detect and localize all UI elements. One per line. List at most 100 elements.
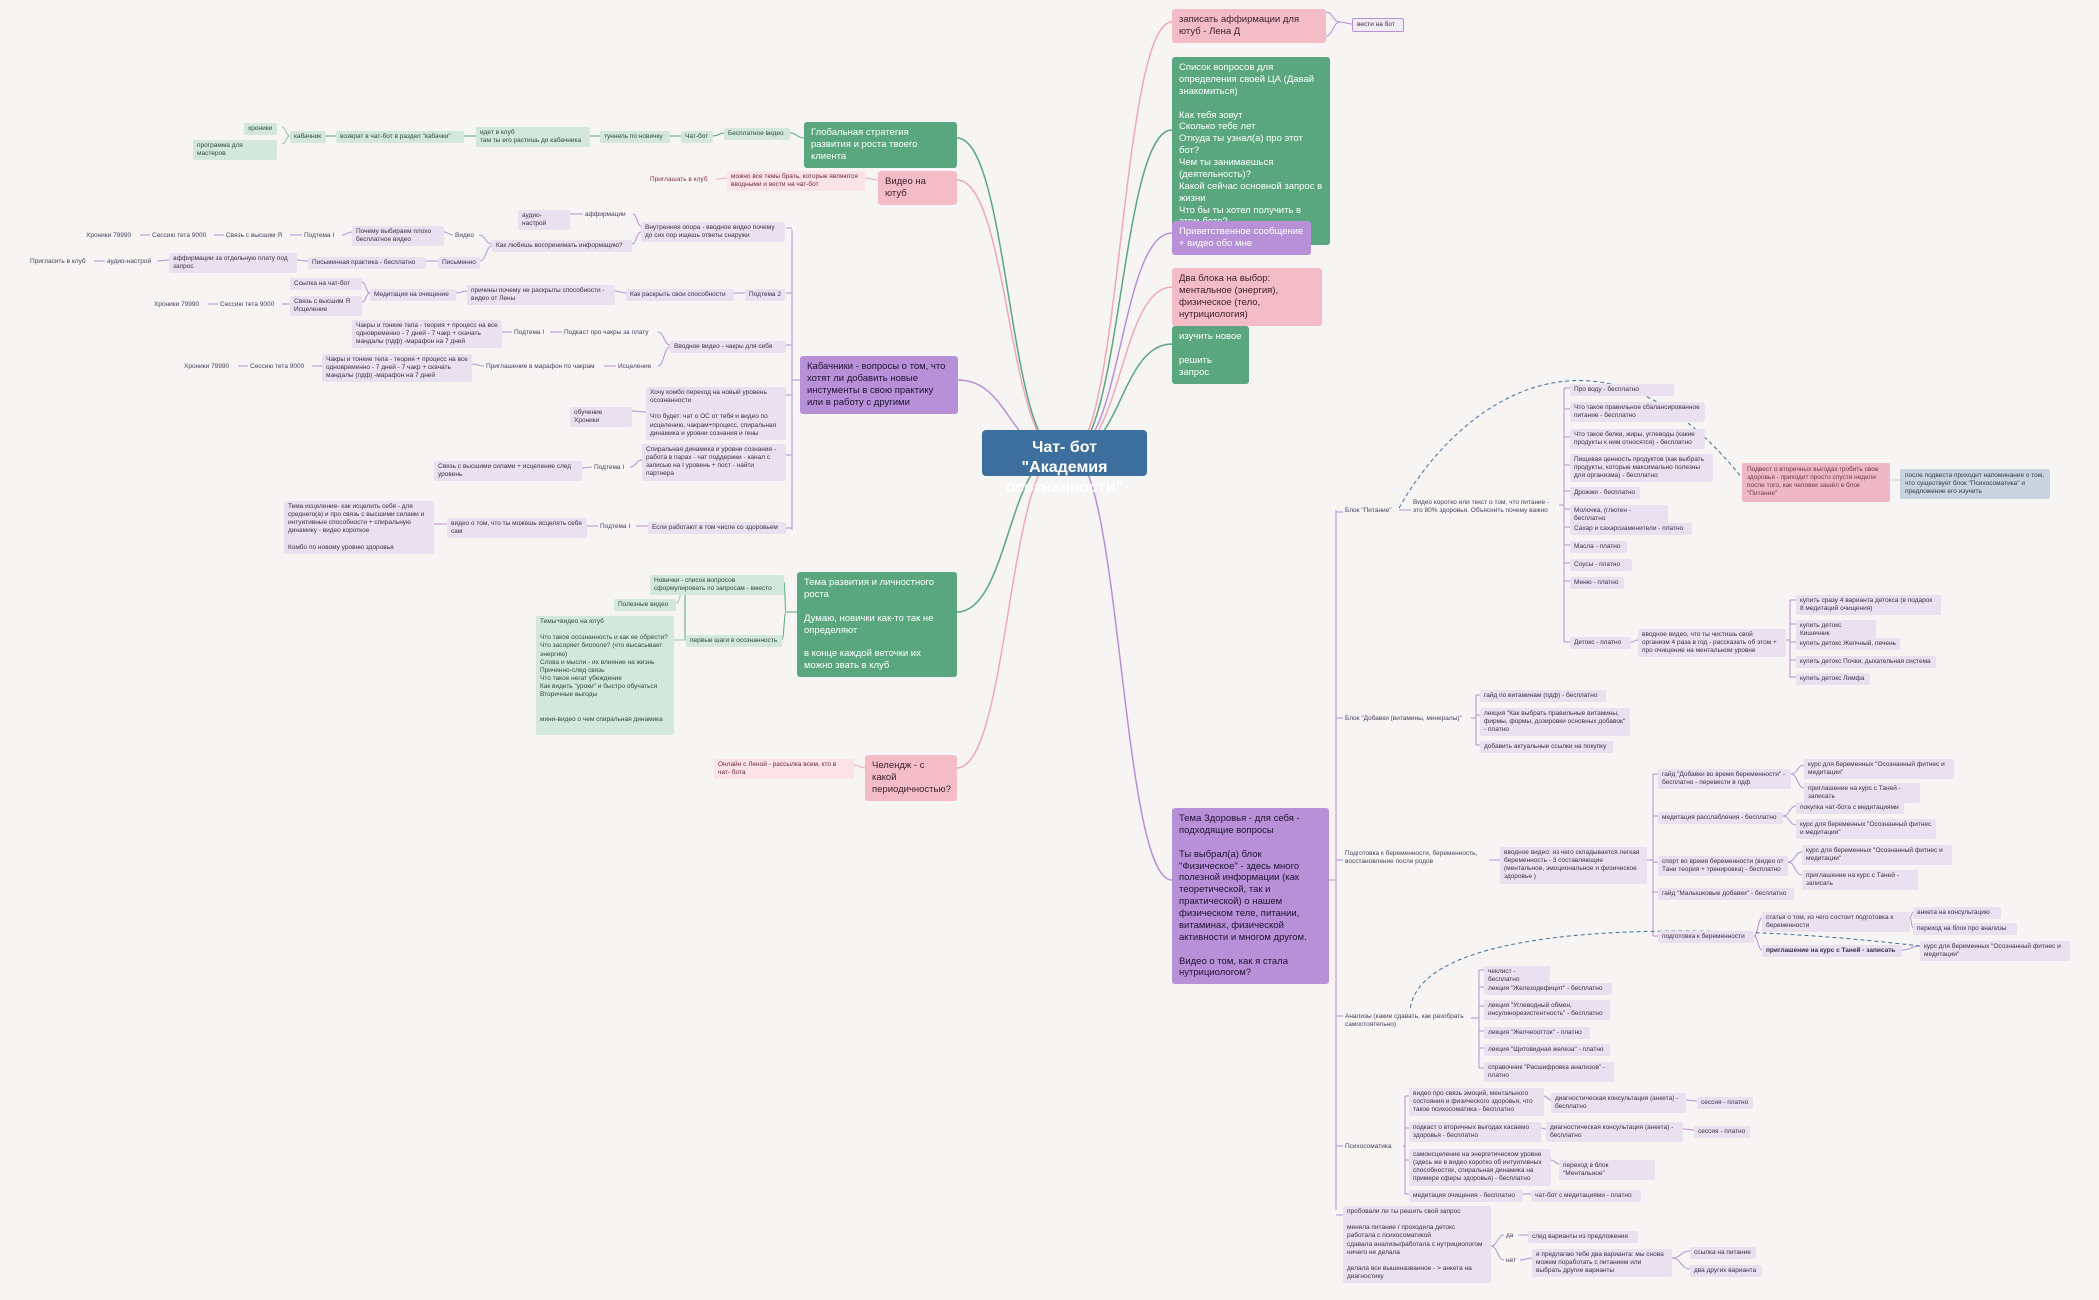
kab-healing[interactable]: Исцеление [618,363,652,370]
theme-newcomers[interactable]: Новички - список вопросов сформулировать… [650,575,784,596]
analyses-item[interactable]: чеклист - бесплатно [1484,966,1550,987]
node-challenge[interactable]: Челендж - с какой периодичностью? [865,755,957,801]
kab-chakras-intro[interactable]: Вводное видео - чакры для себя [670,341,786,354]
node-block-nutrition[interactable]: Блок "Питание" [1345,507,1392,514]
analyses-item[interactable]: лекция "Железодефицит" - бесплатно [1484,983,1612,996]
challenge-online[interactable]: Онлайн с Леной - рассылка всем, кто в ча… [714,759,854,780]
nutrition-item-detox[interactable]: Детокс - платно [1570,637,1631,650]
node-pregnancy-intro[interactable]: вводное видео: из чего складывается легк… [1500,847,1647,884]
nutrition-item[interactable]: Что такое правильное сбалансированное пи… [1570,402,1705,423]
kab-meditation-cleansing[interactable]: Медитация на очищение [370,289,456,302]
strategy-chronicles[interactable]: хроники [244,123,277,136]
pregnancy-sub[interactable]: курс для беременных "Осознанный фитнес и… [1802,845,1952,866]
pregnancy-sub[interactable]: приглашение на курс с Таней - записать [1802,870,1918,891]
psycho-sub[interactable]: диагностическая консультация (анкета) - … [1546,1122,1683,1143]
strategy-return[interactable]: возврат в чат-бот в раздел "кабачки" [336,131,464,144]
analyses-item[interactable]: справочник "Расшифровка анализов" - плат… [1484,1062,1614,1083]
youtube-topics[interactable]: можно все темы брать, которые являются в… [727,171,865,192]
kab-video-chronicles[interactable]: Хроники 79990 [86,232,132,239]
strategy-kabachnik[interactable]: кабачник [290,131,326,144]
pregnancy-sub[interactable]: статья о том, из чего состоит подготовка… [1762,912,1910,933]
node-welcome[interactable]: Приветственное сообщение + видео обо мне [1172,221,1311,255]
pregnancy-sub[interactable]: покупка чат-бота с медитациями [1796,802,1904,815]
kab-spiral[interactable]: Спиральная динамика и уровни сознания - … [642,444,786,481]
kab-audio-mood[interactable]: аудио-настрой [107,258,152,265]
node-yes-options[interactable]: след варианты из предложения [1528,1231,1638,1244]
node-block-supplements[interactable]: Блок "Добавки (витамины, минералы)" [1345,715,1462,722]
analyses-item[interactable]: лекция "Желчеоотток" - платно [1484,1027,1590,1040]
kab-chakras-theory-2[interactable]: Чакры и тонкие тела - теория + процесс н… [322,354,472,383]
nutrition-item[interactable]: Пищевая ценность продуктов (как выбрать … [1570,454,1713,483]
detox-item[interactable]: купить детокс Желчный, печень [1796,638,1900,651]
nutrition-item[interactable]: Дрожжи - бесплатно [1570,487,1640,500]
kab-video-theta[interactable]: Сессию тета 9000 [152,232,207,239]
node-block-analyses[interactable]: Анализы (какие сдавать, как разобрать са… [1345,1013,1464,1029]
strategy-free-video[interactable]: Бесплатное видео [724,128,790,141]
node-block-pregnancy[interactable]: Подготовка к беременности, беременность,… [1345,850,1478,866]
node-growth-theme[interactable]: Тема развития и личностного роста Думаю,… [797,572,957,677]
psycho-sub[interactable]: диагностическая консультация (анкета) - … [1551,1093,1686,1114]
kab-video[interactable]: Видео [455,232,474,239]
psycho-item[interactable]: самоисцеление на энергетическом уровне (… [1409,1149,1551,1186]
nutrition-item[interactable]: Что такое белки, жиры, углеводы (какие п… [1570,429,1705,450]
kab-chronicles-training[interactable]: обучение Хроники [570,407,632,428]
node-answer-yes[interactable]: да [1506,1232,1514,1239]
pregnancy-sub[interactable]: приглашение на курс с Таней - записать [1804,783,1920,804]
strategy-masters-program[interactable]: программа для мастеров [193,140,277,161]
root-node[interactable]: Чат- бот "Академия осознанности" [982,430,1147,496]
theme-first-steps[interactable]: первые шаги в осознанность [686,635,782,648]
analyses-item[interactable]: лекция "Щитовидная железа" - платно [1484,1044,1610,1057]
nutrition-item[interactable]: Про воду - бесплатно [1570,384,1674,397]
nutrition-item[interactable]: Молочка, (глютен - бесплатно [1570,505,1668,526]
kab-invite-club[interactable]: Пригласить в клуб [30,258,86,265]
pregnancy-sub[interactable]: приглашение на курс с Таней - записать [1762,945,1902,958]
pregnancy-item[interactable]: спорт во время беременности (видео от Та… [1658,856,1788,877]
kab-video-free[interactable]: Почему выбираем плохо бесплатное видео [352,226,444,247]
node-ca-questions[interactable]: Список вопросов для определения своей ЦА… [1172,57,1330,246]
nutrition-item[interactable]: Соусы - платно [1570,559,1632,572]
psycho-sub[interactable]: сессия - платно [1694,1126,1750,1139]
node-nutrition-link[interactable]: ссылка на питание [1690,1247,1756,1260]
pregnancy-item[interactable]: медитация расслабления - бесплатно [1658,812,1783,825]
node-block-psychosomatics[interactable]: Психосоматика [1345,1143,1392,1150]
node-global-strategy[interactable]: Глобальная стратегия развития и роста тв… [804,122,957,168]
kab-chronicles-2[interactable]: Хроники 79990 [154,301,200,308]
kab-spiral-subtopic[interactable]: Подтема I [594,464,625,471]
pregnancy-item[interactable]: подготовка к беременности [1658,931,1754,944]
pregnancy-deep[interactable]: курс для беременных "Осознанный фитнес и… [1920,941,2070,962]
kab-abilities[interactable]: Как раскрыть свои способности [626,289,734,302]
kab-higher-powers[interactable]: Связь с высшими силами + исцеление след … [434,461,582,482]
node-affirmations[interactable]: записать аффирмации для ютуб - Лена Д [1172,9,1326,43]
kab-chronicles-3[interactable]: Хроники 79990 [184,363,230,370]
kab-video-subtopic[interactable]: Подтема I [304,232,335,239]
theme-useful-videos[interactable]: Полезные видео [614,599,676,612]
strategy-chatbot[interactable]: Чат-бот [681,131,713,144]
kab-abilities-reasons[interactable]: причины почему не раскрыты способности -… [467,285,615,306]
psycho-item[interactable]: медитация очищения - бесплатно [1409,1190,1523,1203]
kab-audio[interactable]: аудио-настрой [518,210,570,231]
strategy-club[interactable]: идет в клуб там ты его растишь до кабачн… [476,127,590,148]
node-learn-new[interactable]: изучить новое решить запрос [1172,326,1249,384]
pregnancy-item[interactable]: гайд "Добавки во время беременности" - б… [1658,769,1791,790]
node-nutrition-intro[interactable]: Видео коротко или текст о том, что питан… [1413,499,1550,515]
kab-higher-self-healing[interactable]: Связь с высшим Я Исцеление [290,296,362,317]
kab-healing-theme[interactable]: Тема исцеление- как исцелить себя - для … [284,501,434,554]
kab-theta-3[interactable]: Сессию тета 9000 [250,363,305,370]
kab-self-heal-video[interactable]: видео о том, что ты можешь исцелять себя… [447,518,587,539]
detox-item[interactable]: купить детокс Кишечник [1796,620,1876,641]
node-detox-intro[interactable]: вводное видео, что ты чистишь свой орган… [1638,629,1786,658]
supplement-item[interactable]: добавить актуальные ссылки на покупку [1480,741,1613,754]
node-two-other-options[interactable]: два других варианта [1690,1265,1762,1278]
strategy-funnel[interactable]: туннель по новичку [600,131,670,144]
node-health-topic[interactable]: Тема Здоровья - для себя - подходящие во… [1172,808,1329,985]
pregnancy-item[interactable]: гайд "Малышковые добавки" - бесплатно [1658,888,1794,901]
node-kabachki[interactable]: Кабачники - вопросы о том, что хотят ли … [800,356,958,414]
node-secondary-benefit-podcast[interactable]: Подвест о вторичных выгодах гробить свое… [1742,463,1890,502]
kab-affirmations[interactable]: аффирмации [585,211,626,218]
detox-item[interactable]: купить сразу 4 варианта детокса (в подар… [1796,595,1941,616]
kab-video-higher-self[interactable]: Связь с высшим Я [226,232,283,239]
kab-chakras-theory[interactable]: Чакры и тонкие тела - теория + процесс н… [352,320,502,349]
node-two-blocks[interactable]: Два блока на выбор: ментальное (энергия)… [1172,268,1322,326]
node-youtube-video[interactable]: Видео на ютуб [878,171,957,205]
pregnancy-deep[interactable]: анкета на консультацию [1913,907,2001,920]
